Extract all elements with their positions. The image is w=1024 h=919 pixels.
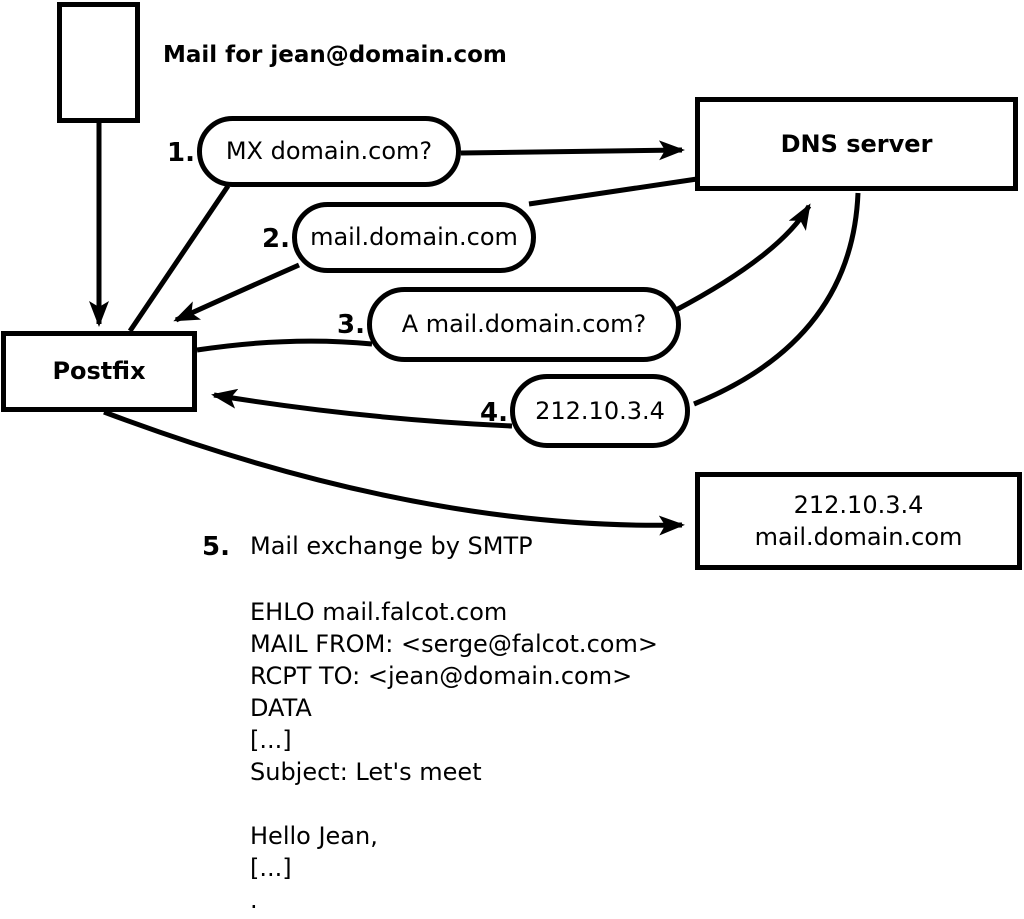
line-postfix-to-query1 (127, 184, 231, 333)
arrow-query1-to-dns (460, 140, 685, 161)
arrow-reply4-to-postfix (211, 388, 513, 429)
arrow-query3-to-dns (674, 203, 812, 313)
line-dns-to-reply2 (528, 176, 698, 207)
arrow-reply2-to-postfix (173, 262, 301, 323)
line-postfix-to-query3 (196, 338, 373, 353)
line-dns-to-reply4 (693, 192, 861, 407)
arrow-postfix-to-mailserver (103, 409, 685, 536)
